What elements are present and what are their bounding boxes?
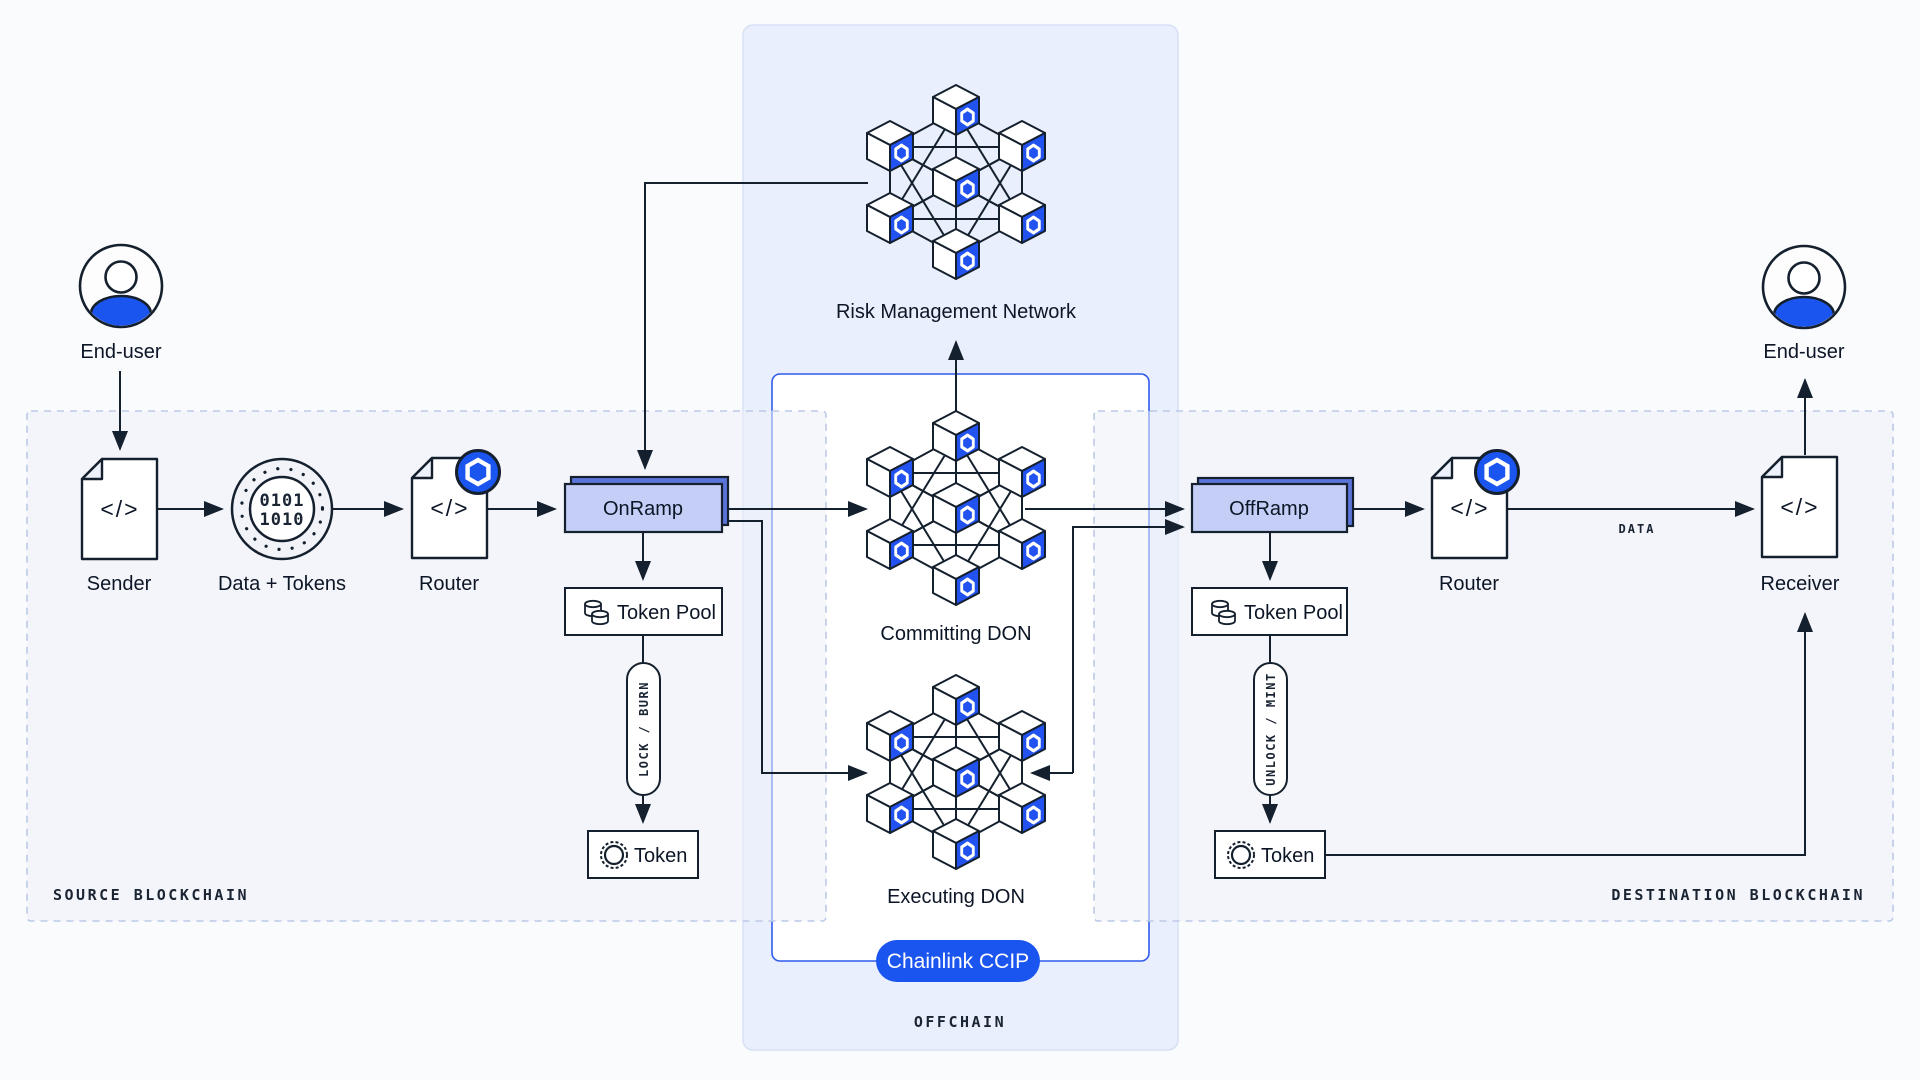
code-glyph: </>: [430, 495, 469, 521]
document-fold: [1760, 455, 1784, 479]
router-source-node: </>: [410, 451, 500, 560]
offramp-box: [1190, 482, 1349, 534]
code-glyph: </>: [1780, 494, 1819, 520]
executing-don-label: Executing DON: [887, 886, 1025, 908]
chainlink-ccip-pill: Chainlink CCIP: [876, 940, 1040, 982]
sender-label: Sender: [87, 573, 152, 595]
offchain-section-label: OFFCHAIN: [914, 1013, 1006, 1031]
enduser-label: End-user: [1763, 341, 1844, 363]
token-label: Token: [634, 845, 687, 867]
coin-inner: [248, 475, 316, 543]
unlock-mint-label: UNLOCK / MINT: [1264, 672, 1278, 785]
pill-shape: [876, 940, 1040, 982]
destination-section-label: DESTINATION BLOCKCHAIN: [1611, 886, 1865, 904]
binary-top: 0101: [260, 491, 305, 511]
router-destination-node: </>: [1430, 451, 1519, 560]
enduser-icon: [80, 245, 162, 332]
code-glyph: </>: [100, 496, 139, 522]
token-destination-node: Token: [1214, 830, 1326, 879]
binary-bottom: 1010: [260, 510, 305, 530]
lock-burn-label: LOCK / BURN: [637, 681, 651, 777]
offramp-node: OffRamp: [1190, 476, 1355, 534]
sender-node: </>: [80, 457, 159, 561]
committing-don-label: Committing DON: [880, 623, 1031, 645]
lock-burn-capsule: LOCK / BURN: [626, 662, 661, 796]
token-pool-box: [564, 587, 723, 636]
chainlink-badge-icon: [1476, 451, 1519, 494]
arrow-token-to-receiver: [1325, 612, 1813, 856]
data-tokens-label: Data + Tokens: [218, 573, 346, 595]
destination-blockchain-panel: [1093, 410, 1894, 922]
token-box: [1214, 830, 1326, 879]
router-destination-label: Router: [1439, 573, 1499, 595]
enduser-icon: [1763, 246, 1845, 333]
document-fold: [410, 456, 434, 480]
router-source-label: Router: [419, 573, 479, 595]
pill-label: Chainlink CCIP: [887, 950, 1029, 973]
code-glyph: </>: [1450, 495, 1489, 521]
unlock-mint-capsule: UNLOCK / MINT: [1253, 662, 1288, 796]
token-label: Token: [1261, 845, 1314, 867]
receiver-label: Receiver: [1761, 573, 1840, 595]
arrow-rmn-to-onramp: [637, 182, 868, 470]
source-section-label: SOURCE BLOCKCHAIN: [53, 886, 249, 904]
offramp-label: OffRamp: [1229, 498, 1309, 520]
enduser-label: End-user: [80, 341, 161, 363]
arrow-onramp-to-executing-don: [723, 520, 868, 781]
arrow-branch-to-offramp: [1072, 519, 1185, 773]
receiver-node: </>: [1760, 455, 1839, 559]
enduser-destination: End-user: [1763, 246, 1845, 363]
document-fold: [80, 457, 104, 481]
token-pool-label: Token Pool: [1244, 602, 1343, 624]
capsule-shape: [626, 662, 661, 796]
rmn-label: Risk Management Network: [836, 301, 1077, 323]
token-pool-label: Token Pool: [617, 602, 716, 624]
chainlink-badge-icon: [457, 451, 500, 494]
chainlink-ccip-panel: [771, 373, 1150, 962]
token-pool-source-node: Token Pool: [564, 587, 723, 636]
token-pool-destination-node: Token Pool: [1191, 587, 1348, 636]
token-box: [587, 830, 699, 879]
capsule-shape: [1253, 662, 1288, 796]
enduser-source: End-user: [80, 245, 162, 363]
data-tokens-node: 0101 1010: [230, 457, 334, 561]
token-source-node: Token: [587, 830, 699, 879]
onramp-label: OnRamp: [603, 498, 683, 520]
connectors: [112, 182, 1813, 856]
onramp-node: OnRamp: [563, 475, 730, 534]
data-wire-label: DATA: [1619, 522, 1656, 536]
coin-dotted-ring: [239, 466, 325, 552]
document-fold: [1430, 456, 1454, 480]
onramp-box: [563, 482, 724, 534]
source-blockchain-panel: [26, 410, 827, 922]
